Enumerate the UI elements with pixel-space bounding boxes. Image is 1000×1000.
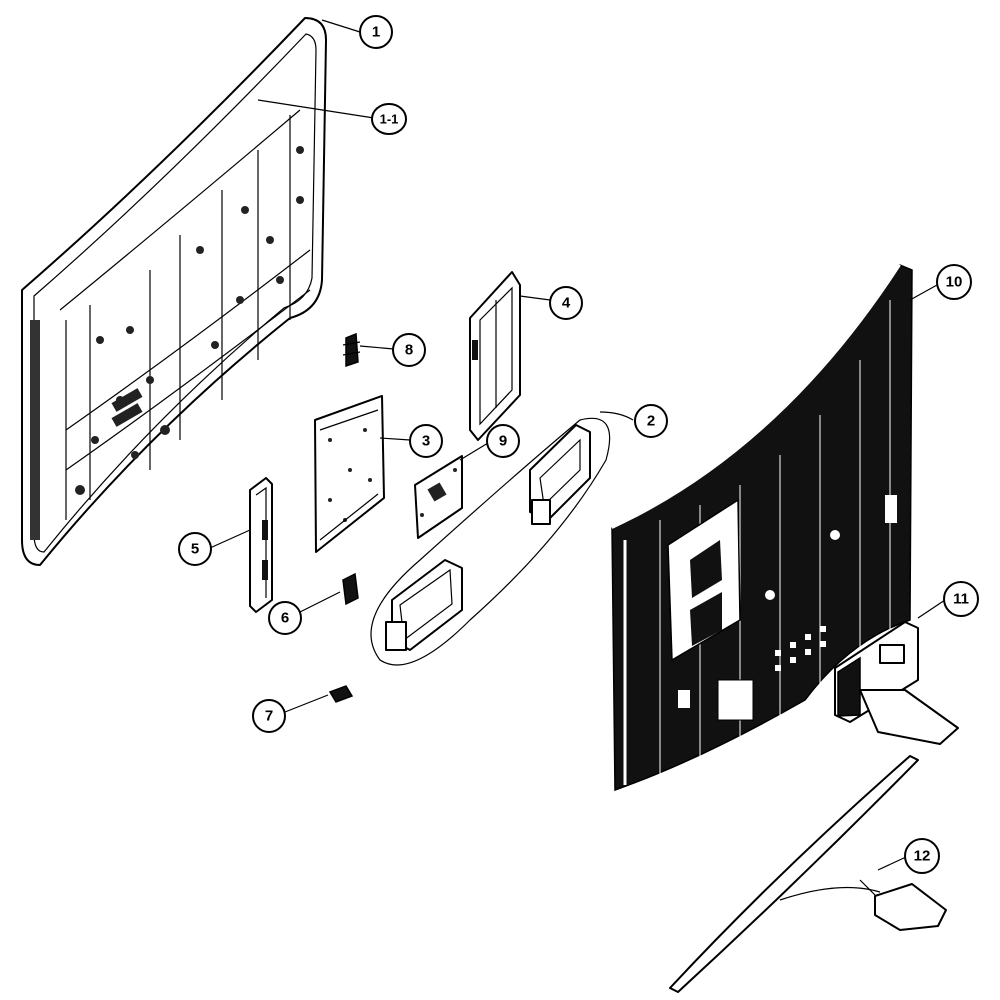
part-9-sub-board <box>414 455 463 539</box>
callout-4-label: 4 <box>562 295 571 312</box>
part-10-rear-cover <box>611 264 913 792</box>
callout-10: 10 <box>936 264 972 300</box>
callout-1-label: 1 <box>372 24 380 41</box>
part-6-clip <box>342 572 359 606</box>
callout-3-label: 3 <box>422 433 430 450</box>
part-4-bracket <box>469 271 521 441</box>
callout-10-label: 10 <box>946 274 963 291</box>
callout-8: 8 <box>392 333 426 367</box>
part-12-stand-base <box>669 755 947 993</box>
callout-7-label: 7 <box>265 708 273 725</box>
callout-1-1-label: 1-1 <box>380 112 399 127</box>
callout-11-label: 11 <box>953 591 969 608</box>
callout-9: 9 <box>486 424 520 458</box>
callout-12-label: 12 <box>914 848 931 865</box>
part-5-side-bracket <box>249 477 273 613</box>
callout-2: 2 <box>634 404 668 438</box>
part-7-clip <box>328 685 354 703</box>
callout-7: 7 <box>252 699 286 733</box>
part-8-connector <box>342 332 361 368</box>
part-1-rear-chassis <box>21 17 327 566</box>
callout-2-label: 2 <box>647 413 655 430</box>
callout-1: 1 <box>359 15 393 49</box>
callout-5: 5 <box>178 532 212 566</box>
part-2-speaker-assembly <box>370 417 611 666</box>
callout-4: 4 <box>549 286 583 320</box>
callout-3: 3 <box>409 424 443 458</box>
callout-9-label: 9 <box>499 433 507 450</box>
callout-1-1: 1-1 <box>371 103 407 135</box>
callout-12: 12 <box>904 838 940 874</box>
callout-8-label: 8 <box>405 342 413 359</box>
part-3-main-board <box>314 395 385 553</box>
part-11-stand-neck <box>834 621 959 745</box>
callout-5-label: 5 <box>191 541 199 558</box>
callout-11: 11 <box>943 581 979 617</box>
leader-lines <box>209 19 946 871</box>
callout-6-label: 6 <box>281 610 289 627</box>
callout-6: 6 <box>268 601 302 635</box>
